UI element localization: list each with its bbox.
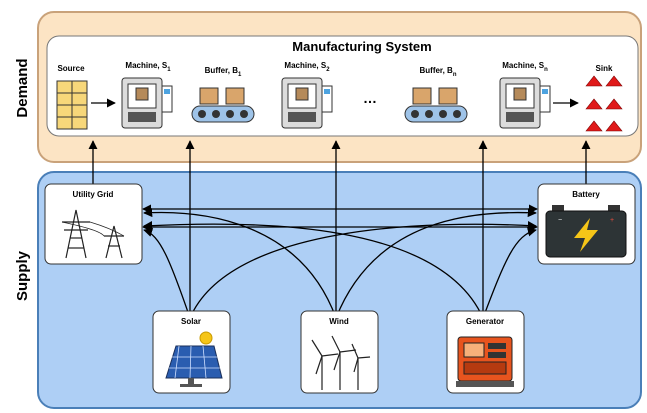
solar-label: Solar <box>181 317 201 326</box>
svg-text:−: − <box>558 217 562 224</box>
demand-side-label: Demand <box>14 58 31 117</box>
transmission-tower-icon <box>61 209 125 259</box>
wind-turbine-icon <box>311 335 371 390</box>
machine-s1-label: Machine, S1 <box>125 61 171 73</box>
manufacturing-system-title: Manufacturing System <box>292 39 431 54</box>
battery-icon: − + <box>545 205 627 258</box>
supply-side-label: Supply <box>14 250 31 301</box>
machine-sn-label: Machine, Sn <box>502 61 548 73</box>
battery-label: Battery <box>572 190 600 199</box>
utility-grid-label: Utility Grid <box>73 190 114 199</box>
buffer-bn-label: Buffer, Bn <box>419 66 456 78</box>
machine-s2-label: Machine, S2 <box>284 61 330 73</box>
ellipsis: … <box>363 90 377 106</box>
energy-flow-arrows <box>88 140 591 319</box>
wind-label: Wind <box>329 317 349 326</box>
machine-s2-icon <box>281 77 333 129</box>
generator-label: Generator <box>466 317 504 326</box>
machine-sn-icon <box>499 77 551 129</box>
buffer-b1-conveyor-icon <box>191 87 255 123</box>
sink-label: Sink <box>596 64 613 73</box>
buffer-b1-label: Buffer, B1 <box>205 66 242 78</box>
generator-icon <box>456 336 514 387</box>
source-label: Source <box>57 64 85 73</box>
svg-text:+: + <box>610 217 614 224</box>
source-boxes-icon <box>56 80 88 130</box>
sink-triangles-icon <box>585 75 623 132</box>
buffer-bn-conveyor-icon <box>404 87 468 123</box>
machine-s1-icon <box>121 77 173 129</box>
solar-panel-icon <box>165 331 223 387</box>
